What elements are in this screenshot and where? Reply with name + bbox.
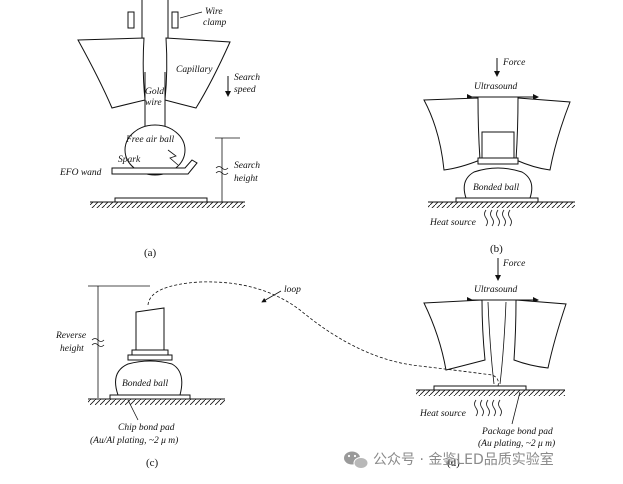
- label-bonded-ball-b: Bonded ball: [473, 183, 520, 193]
- caption-a: (a): [144, 247, 157, 259]
- label-wire-clamp-2: clamp: [203, 18, 226, 28]
- capillary-upper-tube: [141, 0, 169, 40]
- substrate-hatch-b: [428, 202, 575, 208]
- caption-b: (b): [490, 243, 503, 255]
- package-bond-pad-d: [433, 385, 527, 391]
- capillary-tip-ring-b: [477, 157, 519, 165]
- substrate-hatch-d: [416, 390, 565, 396]
- heat-source-icon-d: [474, 399, 502, 417]
- label-heat-source-d: Heat source: [419, 409, 466, 419]
- wire-clamp-left-jaw: [127, 11, 135, 29]
- watermark-text: 公众号 · 金鉴LED品质实验室: [373, 451, 554, 468]
- free-air-ball: [124, 124, 186, 176]
- label-gold-wire-2: wire: [145, 98, 162, 108]
- chip-bond-pad-a: [114, 197, 208, 203]
- label-ultrasound-d: Ultrasound: [474, 285, 518, 295]
- substrate-hatch-c: [88, 399, 225, 405]
- reverse-height-break-icon: [91, 338, 105, 347]
- label-search-height-1: Search: [234, 161, 260, 171]
- wire-clamp-right-jaw: [171, 11, 179, 29]
- label-ultrasound-b: Ultrasound: [474, 82, 518, 92]
- label-efo-wand: EFO wand: [59, 168, 102, 178]
- label-free-air-ball: Free air ball: [125, 135, 175, 145]
- chip-pad-leader: [127, 399, 139, 421]
- bond-pad-b: [455, 197, 539, 203]
- label-search-height-2: height: [234, 174, 258, 184]
- wire-loop-dashed: [147, 281, 499, 387]
- label-bonded-ball-c: Bonded ball: [122, 379, 169, 389]
- loop-leader: [261, 290, 282, 303]
- label-search-speed-2: speed: [234, 85, 256, 95]
- caption-d: (d): [447, 457, 460, 469]
- wire-clamp-leader: [179, 11, 203, 19]
- neck-ring-2-c: [127, 354, 173, 361]
- capillary-left-block: [77, 37, 146, 109]
- package-pad-leader: [511, 391, 521, 425]
- label-spark: Spark: [118, 155, 141, 165]
- label-chip-pad-1: Chip bond pad: [118, 423, 175, 433]
- capillary-right-block-b: [515, 97, 571, 171]
- neck-ring-c: [131, 349, 169, 356]
- wire-wedge-d: [487, 301, 507, 385]
- panel-a: Wire clamp Capillary Search speed Gold w…: [59, 0, 260, 259]
- label-heat-source-b: Heat source: [429, 218, 476, 228]
- label-package-pad-1: Package bond pad: [481, 427, 553, 437]
- capillary-left-block-b: [423, 97, 481, 171]
- label-package-pad-2: (Au plating, ~2 μ m): [478, 438, 555, 449]
- watermark: 公众号 · 金鉴LED品质实验室: [344, 451, 554, 469]
- capillary-tip-b: [481, 131, 515, 163]
- label-force-b: Force: [502, 58, 525, 68]
- heat-source-icon-b: [484, 209, 512, 227]
- caption-c: (c): [146, 457, 159, 469]
- label-loop: loop: [284, 285, 301, 295]
- search-height-break-icon: [215, 166, 229, 175]
- capillary-right-block-d: [513, 299, 567, 369]
- label-chip-pad-2: (Au/Al plating, ~2 μ m): [90, 435, 178, 446]
- panel-b: Force Ultrasound Bonded ball Heat source…: [423, 58, 575, 255]
- label-force-d: Force: [502, 259, 525, 269]
- bonded-ball-b: [463, 167, 533, 199]
- efo-wand: [111, 159, 198, 175]
- panel-d: Force Ultrasound Heat source Package bon…: [416, 258, 567, 469]
- label-search-speed-1: Search: [234, 73, 260, 83]
- spark: [167, 149, 179, 166]
- wechat-icon: [344, 451, 369, 469]
- label-gold-wire-1: Gold: [145, 87, 164, 97]
- bonded-ball-c: [115, 360, 183, 396]
- label-capillary: Capillary: [176, 65, 213, 75]
- label-wire-clamp-1: Wire: [205, 7, 223, 17]
- panel-c: Reverse height Bonded ball loop Chip bon…: [55, 281, 499, 469]
- capillary-right-block: [164, 37, 231, 109]
- capillary-left-block-d: [423, 299, 486, 371]
- label-reverse-height-2: height: [60, 344, 84, 354]
- label-reverse-height-1: Reverse: [55, 331, 86, 341]
- substrate-hatch-a: [90, 202, 245, 208]
- gold-wire: [144, 72, 166, 128]
- wire-stub-c: [135, 307, 165, 351]
- chip-bond-pad-c: [109, 394, 191, 400]
